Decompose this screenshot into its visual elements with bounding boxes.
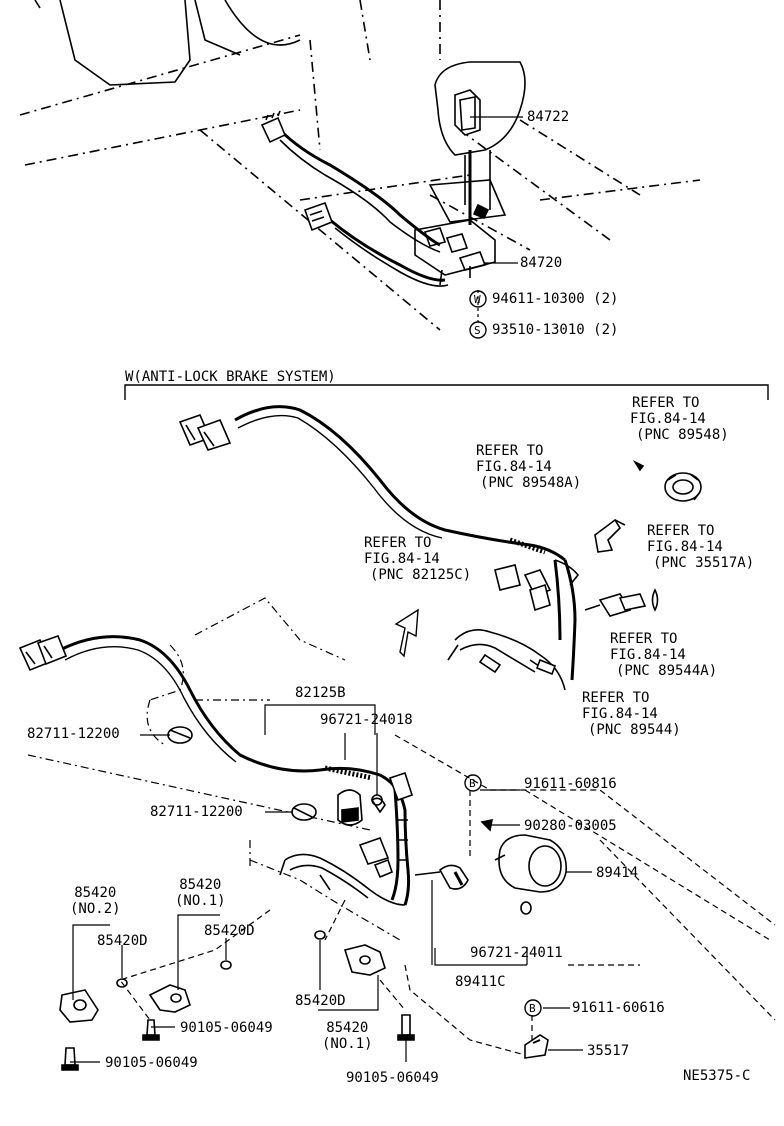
top-leaders — [470, 116, 523, 322]
part-89414-label: 89414 — [596, 865, 639, 881]
bolt-w-symbol: W — [474, 293, 481, 306]
part-90280-label: 90280-03005 — [524, 818, 617, 834]
refer-line: REFER TO — [582, 690, 650, 706]
part-96721-24011-label: 96721-24011 — [470, 945, 563, 961]
refer-89544a: REFER TO FIG.84-14 (PNC 89544A) — [610, 631, 717, 679]
refer-line: FIG.84-14 — [610, 647, 686, 663]
abs-harness-upper — [234, 405, 577, 681]
abs-wires-lower — [279, 853, 406, 906]
screw-s-circle — [469, 321, 487, 339]
sensor-89414 — [494, 834, 567, 893]
bolt-w-circle — [469, 290, 487, 308]
shift-lever — [428, 61, 526, 223]
part-82125b-label: 82125B — [295, 685, 346, 701]
refer-line: (PNC 89548A) — [480, 475, 582, 491]
body-outline — [19, 0, 701, 331]
refer-35517a: REFER TO FIG.84-14 (PNC 35517A) — [647, 523, 754, 571]
part-85420d-label-a: 85420D — [97, 933, 148, 949]
label-line: (NO.1) — [175, 893, 226, 909]
refer-89544: REFER TO FIG.84-14 (PNC 89544) — [582, 690, 681, 738]
clamp-b — [291, 803, 317, 821]
label-line: (NO.2) — [70, 901, 121, 917]
part-93510-label: 93510-13010 (2) — [492, 322, 619, 338]
part-85420-no1-label-b: 85420 (NO.1) — [322, 1020, 373, 1052]
part-35517-label: 35517 — [587, 1043, 630, 1059]
b-symbol-circles — [464, 774, 542, 1017]
refer-82125c: REFER TO FIG.84-14 (PNC 82125C) — [364, 535, 471, 583]
bolts — [61, 1014, 415, 1071]
screw-s-symbol: S — [474, 324, 481, 337]
refer-line: (PNC 89548) — [636, 427, 729, 443]
part-85420d-label-b: 85420D — [204, 923, 255, 939]
b-symbol-b: B — [529, 1002, 536, 1015]
label-line: 85420 — [179, 877, 222, 893]
abs-connectors-lower — [18, 634, 413, 879]
section-bracket — [124, 384, 769, 400]
part-82711-label-a: 82711-12200 — [27, 726, 120, 742]
top-connectors — [260, 110, 334, 232]
part-91611-60616-label: 91611-60616 — [572, 1000, 665, 1016]
part-90105-label-c: 90105-06049 — [346, 1070, 439, 1086]
refer-line: (PNC 89544A) — [616, 663, 718, 679]
clamp-a — [167, 726, 193, 744]
refer-line: FIG.84-14 — [630, 411, 706, 427]
part-89411c-label: 89411C — [455, 974, 506, 990]
refer-line: (PNC 82125C) — [370, 567, 472, 583]
refer-89548: REFER TO FIG.84-14 (PNC 89548) — [630, 395, 729, 443]
sensor-85420-no2 — [59, 989, 99, 1023]
part-91611-60816-label: 91611-60816 — [524, 776, 617, 792]
label-line: 85420 — [326, 1020, 369, 1036]
refer-line: REFER TO — [610, 631, 678, 647]
top-harness — [278, 128, 472, 287]
sensor-89548 — [632, 460, 702, 502]
section-header: W(ANTI-LOCK BRAKE SYSTEM) — [125, 369, 336, 385]
seat-outline — [34, 0, 301, 86]
part-96721-24018-label: 96721-24018 — [320, 712, 413, 728]
refer-line: FIG.84-14 — [647, 539, 723, 555]
part-84722-label: 84722 — [527, 109, 570, 125]
b-symbol-a: B — [469, 777, 476, 790]
refer-line: FIG.84-14 — [582, 706, 658, 722]
part-82711-label-b: 82711-12200 — [150, 804, 243, 820]
abs-connectors-upper — [178, 413, 659, 617]
lower-dashed-leaders — [119, 734, 776, 1056]
refer-line: REFER TO — [632, 395, 700, 411]
direction-arrow — [394, 608, 419, 658]
refer-89548a: REFER TO FIG.84-14 (PNC 89548A) — [476, 443, 581, 491]
refer-line: REFER TO — [364, 535, 432, 551]
figure-code: NE5375-C — [683, 1068, 751, 1084]
part-90105-label-a: 90105-06049 — [180, 1020, 273, 1036]
sensor-89411c — [414, 864, 469, 890]
refer-line: REFER TO — [476, 443, 544, 459]
label-line: (NO.1) — [322, 1036, 373, 1052]
part-84720-label: 84720 — [520, 255, 563, 271]
sensor-85420-no1-b — [343, 944, 386, 976]
bracket-35517a — [594, 518, 626, 553]
part-85420d-label-c: 85420D — [295, 993, 346, 1009]
o-rings — [116, 794, 532, 988]
part-94611-label: 94611-10300 (2) — [492, 291, 619, 307]
abs-sensor-wires — [447, 629, 566, 691]
refer-line: (PNC 35517A) — [653, 555, 755, 571]
switch-84720 — [414, 219, 496, 286]
abs-harness-lower — [59, 635, 411, 906]
refer-line: (PNC 89544) — [588, 722, 681, 738]
part-90105-label-b: 90105-06049 — [105, 1055, 198, 1071]
bracket-35517 — [524, 1034, 549, 1059]
refer-line: FIG.84-14 — [476, 459, 552, 475]
part-85420-no1-label-a: 85420 (NO.1) — [175, 877, 226, 909]
sensor-85420-no1-a — [148, 984, 191, 1013]
refer-line: FIG.84-14 — [364, 551, 440, 567]
label-line: 85420 — [74, 885, 117, 901]
refer-line: REFER TO — [647, 523, 715, 539]
part-85420-no2-label: 85420 (NO.2) — [70, 885, 121, 917]
